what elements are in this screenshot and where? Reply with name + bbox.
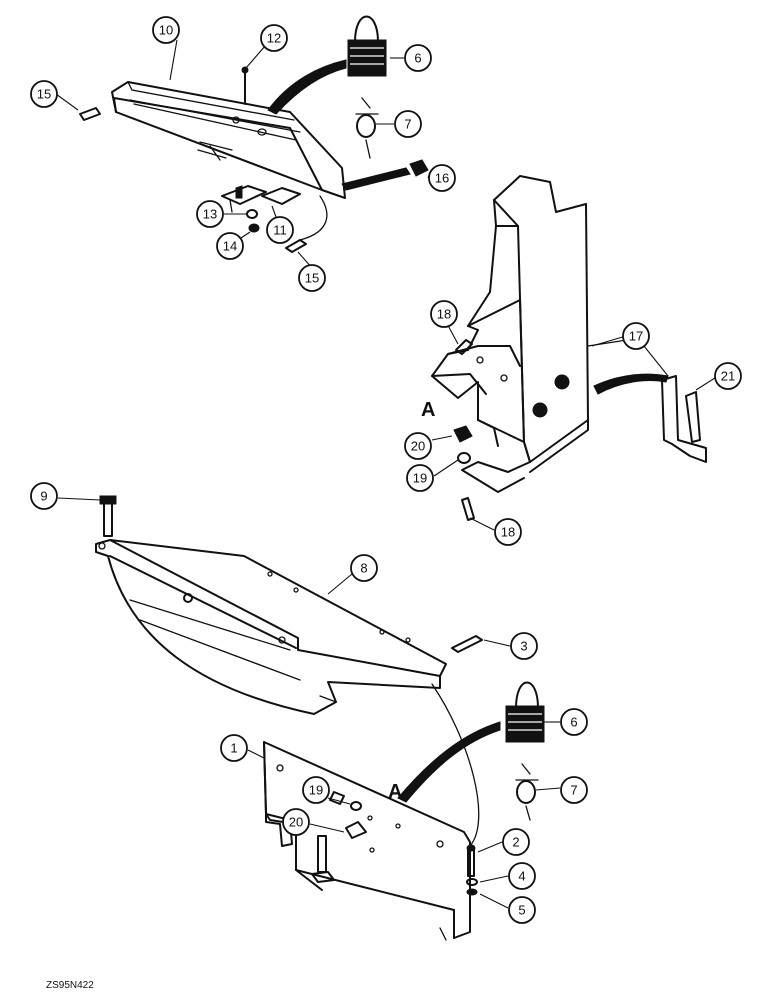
callout-20-bottom: 20 (282, 808, 310, 836)
washer-19-right (457, 452, 471, 464)
svg-text:17: 17 (629, 329, 643, 344)
tray-assembly (95, 495, 483, 847)
callout-1: 1 (220, 734, 248, 762)
panel-assembly (263, 681, 545, 941)
callout-2: 2 (502, 828, 530, 856)
svg-text:19: 19 (413, 471, 427, 486)
callout-10: 10 (152, 16, 180, 44)
svg-text:2: 2 (512, 835, 519, 850)
nut-16 (409, 159, 429, 177)
callout-21: 21 (714, 362, 742, 390)
callout-19-bottom: 19 (302, 776, 330, 804)
svg-text:1: 1 (230, 741, 237, 756)
callout-3: 3 (510, 632, 538, 660)
callout-18-bottom: 18 (494, 518, 522, 546)
cover-assembly (79, 15, 429, 253)
callout-5: 5 (508, 896, 536, 924)
callout-19-right: 19 (406, 464, 434, 492)
clip-7-bottom (515, 763, 539, 821)
support-assembly (431, 175, 707, 521)
bolt-15-top (79, 107, 101, 121)
callout-15-bottom: 15 (298, 264, 326, 292)
bolt-18-bottom (461, 497, 475, 521)
svg-text:13: 13 (203, 207, 217, 222)
callout-14: 14 (216, 232, 244, 260)
pin-11 (261, 187, 301, 205)
nut-14 (248, 223, 260, 233)
svg-text:20: 20 (411, 439, 425, 454)
svg-text:7: 7 (404, 117, 411, 132)
screw-3 (451, 635, 483, 653)
svg-text:6: 6 (570, 715, 577, 730)
callout-11: 11 (266, 216, 294, 244)
callout-18-top: 18 (430, 300, 458, 328)
svg-text:16: 16 (435, 171, 449, 186)
svg-text:21: 21 (721, 369, 735, 384)
callout-17: 17 (622, 322, 650, 350)
nut-20-right (453, 425, 473, 443)
svg-text:9: 9 (40, 489, 47, 504)
svg-text:8: 8 (360, 561, 367, 576)
svg-text:10: 10 (159, 23, 173, 38)
callout-15-top: 15 (30, 80, 58, 108)
cover-bracket (111, 81, 346, 199)
callout-13: 13 (196, 200, 224, 228)
callout-4: 4 (508, 862, 536, 890)
tray (95, 539, 441, 715)
washer-4 (466, 878, 478, 886)
svg-text:18: 18 (437, 307, 451, 322)
bolt-18-top (455, 339, 473, 355)
padlock-6-top (347, 15, 387, 77)
svg-text:19: 19 (309, 783, 323, 798)
view-letter-a-bottom: A (388, 781, 402, 803)
bolt-15-bottom (285, 239, 307, 253)
svg-text:7: 7 (570, 783, 577, 798)
panel (263, 741, 471, 939)
callouts: 10 12 6 15 7 16 13 11 14 15 18 17 21 20 … (30, 16, 742, 924)
svg-text:6: 6 (414, 51, 421, 66)
svg-text:5: 5 (518, 903, 525, 918)
svg-text:20: 20 (289, 815, 303, 830)
svg-text:14: 14 (223, 239, 237, 254)
callout-8: 8 (350, 554, 378, 582)
svg-text:12: 12 (267, 31, 281, 46)
nut-20-bottom (345, 821, 367, 839)
callout-7-bottom: 7 (560, 776, 588, 804)
nut-5 (466, 888, 478, 896)
callout-6-bottom: 6 (560, 708, 588, 736)
bolt-9 (103, 499, 113, 537)
view-letter-a-top: A (421, 399, 435, 421)
svg-text:3: 3 (520, 639, 527, 654)
support-bracket (493, 175, 589, 463)
washer-19-bottom (350, 801, 362, 811)
callout-20-right: 20 (404, 432, 432, 460)
svg-text:15: 15 (305, 271, 319, 286)
washer-13 (246, 209, 258, 219)
callout-16: 16 (428, 164, 456, 192)
bolt-21 (685, 391, 701, 443)
svg-text:15: 15 (37, 87, 51, 102)
bracket-17 (661, 375, 707, 463)
callout-9: 9 (30, 482, 58, 510)
svg-text:4: 4 (518, 869, 525, 884)
hinge-plate (221, 185, 267, 205)
padlock-6-bottom (505, 681, 545, 743)
callout-6-top: 6 (404, 44, 432, 72)
clip-7-top (355, 97, 379, 159)
drawing-code: ZS95N422 (46, 980, 94, 991)
callout-12: 12 (260, 24, 288, 52)
callout-7-top: 7 (394, 110, 422, 138)
svg-text:11: 11 (273, 223, 287, 238)
svg-text:18: 18 (501, 525, 515, 540)
